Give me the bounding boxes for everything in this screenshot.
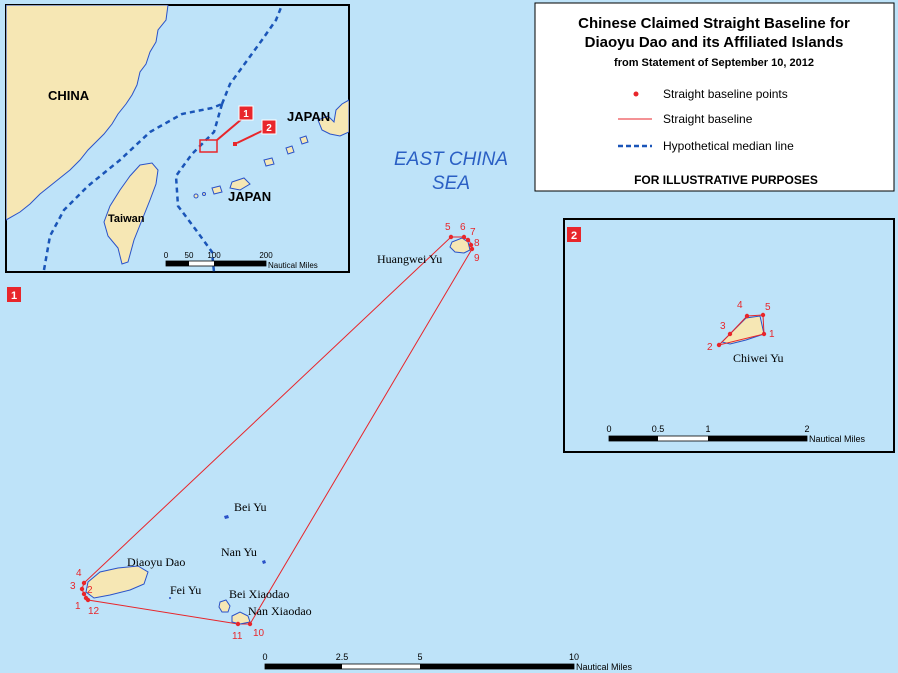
japan-north-landmass <box>317 99 349 137</box>
island-diaoyu-dao <box>85 565 149 599</box>
baseline-point-numbers-main: 5 6 7 8 9 4 3 2 1 12 11 10 <box>70 222 480 642</box>
island-labels-main: Huangwei Yu Bei Yu Nan Yu Diaoyu Dao Fei… <box>127 252 442 618</box>
overview-marker-1-label: 1 <box>243 109 249 120</box>
label-fei-yu: Fei Yu <box>170 583 201 597</box>
label-taiwan: Taiwan <box>108 213 145 225</box>
svg-text:2.5: 2.5 <box>336 652 349 662</box>
svg-text:8: 8 <box>474 238 480 249</box>
legend-box: Chinese Claimed Straight Baseline for Di… <box>534 2 895 192</box>
legend-subtitle: from Statement of September 10, 2012 <box>614 57 814 69</box>
main-scale-bar: 0 2.5 5 10 Nautical Miles <box>262 652 632 672</box>
island-bei-xiaodao <box>218 599 231 613</box>
svg-text:2: 2 <box>707 342 713 353</box>
legend-item-median: Hypothetical median line <box>663 139 794 153</box>
main-map-marker-1-label: 1 <box>11 290 17 302</box>
svg-text:1: 1 <box>705 424 710 434</box>
label-japan-south: JAPAN <box>228 189 271 204</box>
overview-scale-bar: 0 50 100 200 Nautical Miles <box>164 251 318 270</box>
island-fei-yu <box>169 597 171 599</box>
svg-text:200: 200 <box>259 251 273 260</box>
svg-text:9: 9 <box>474 253 480 264</box>
svg-text:50: 50 <box>185 251 194 260</box>
label-nan-xiaodao: Nan Xiaodao <box>248 604 312 618</box>
overview-inset: 1 2 CHINA JAPAN JAPAN Taiwan 0 50 100 20… <box>5 4 350 273</box>
svg-text:1: 1 <box>75 601 81 612</box>
chiwei-inset: 2 1 2 3 4 5 Chiwei Yu 0 0.5 1 2 Nautical… <box>563 218 895 453</box>
legend-baseline-point-symbol <box>633 91 639 97</box>
straight-baseline-chiwei <box>717 314 765 346</box>
median-lines-overview <box>42 5 284 272</box>
svg-text:10: 10 <box>569 652 579 662</box>
legend-item-baseline: Straight baseline <box>663 112 753 126</box>
svg-text:100: 100 <box>207 251 221 260</box>
overview-dot-2[interactable] <box>233 142 237 146</box>
overview-marker-2-label: 2 <box>266 123 272 134</box>
svg-text:3: 3 <box>720 321 726 332</box>
svg-text:0: 0 <box>262 652 267 662</box>
label-bei-yu: Bei Yu <box>234 500 267 514</box>
label-huangwei-yu: Huangwei Yu <box>377 252 442 266</box>
legend-title-line1: Chinese Claimed Straight Baseline for <box>578 15 850 32</box>
svg-text:4: 4 <box>737 300 743 311</box>
chiwei-scale-bar: 0 0.5 1 2 Nautical Miles <box>606 424 865 444</box>
ryukyu-islands <box>193 135 309 199</box>
svg-text:Nautical Miles: Nautical Miles <box>576 662 633 672</box>
baseline-points-main <box>79 234 475 627</box>
label-china: CHINA <box>48 88 90 103</box>
overview-box-1[interactable] <box>199 139 218 153</box>
island-nan-yu <box>262 560 266 564</box>
legend-title-line2: Diaoyu Dao and its Affiliated Islands <box>585 34 844 51</box>
label-chiwei-yu: Chiwei Yu <box>733 351 784 365</box>
label-japan-north: JAPAN <box>287 109 330 124</box>
sea-label-line2: SEA <box>432 173 470 194</box>
island-bei-yu <box>224 515 229 519</box>
svg-text:3: 3 <box>70 581 76 592</box>
sea-label-line1: EAST CHINA <box>394 149 508 170</box>
svg-text:5: 5 <box>417 652 422 662</box>
svg-text:Nautical Miles: Nautical Miles <box>809 434 866 444</box>
legend-item-points: Straight baseline points <box>663 87 788 101</box>
svg-text:5: 5 <box>765 302 771 313</box>
legend-note: FOR ILLUSTRATIVE PURPOSES <box>634 173 818 187</box>
label-bei-xiaodao: Bei Xiaodao <box>229 587 289 601</box>
svg-text:7: 7 <box>470 227 476 238</box>
main-map-marker-1 <box>7 287 21 302</box>
svg-text:2: 2 <box>87 585 93 596</box>
svg-text:6: 6 <box>460 222 466 233</box>
svg-text:2: 2 <box>804 424 809 434</box>
overview-marker-2[interactable] <box>261 119 277 135</box>
svg-text:2: 2 <box>571 230 577 242</box>
taiwan-landmass <box>103 162 159 265</box>
overview-marker-1[interactable] <box>238 105 254 121</box>
svg-text:11: 11 <box>232 631 243 642</box>
chiwei-marker-2 <box>567 227 581 242</box>
svg-text:Nautical Miles: Nautical Miles <box>268 261 318 270</box>
svg-text:0.5: 0.5 <box>652 424 665 434</box>
label-nan-yu: Nan Yu <box>221 545 257 559</box>
svg-text:10: 10 <box>253 628 265 639</box>
svg-text:12: 12 <box>88 606 100 617</box>
svg-text:4: 4 <box>76 568 82 579</box>
label-diaoyu-dao: Diaoyu Dao <box>127 555 185 569</box>
svg-text:1: 1 <box>769 329 775 340</box>
china-landmass <box>6 5 169 221</box>
svg-text:0: 0 <box>164 251 169 260</box>
svg-text:5: 5 <box>445 222 451 233</box>
svg-text:0: 0 <box>606 424 611 434</box>
